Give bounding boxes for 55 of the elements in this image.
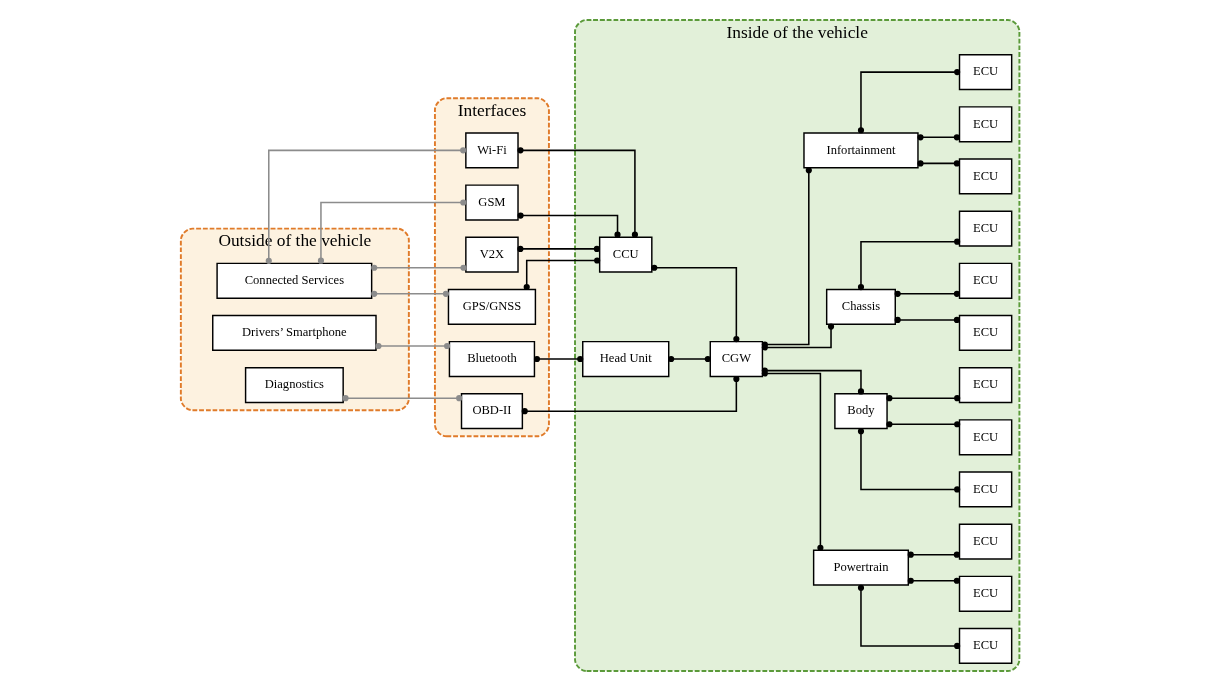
node-box: ECU <box>958 419 1012 456</box>
node-box: Infortainment <box>802 132 919 169</box>
node-box: GPS/GNSS <box>447 288 536 325</box>
connector <box>517 212 621 238</box>
connector <box>894 316 960 323</box>
connector <box>341 395 462 402</box>
connector <box>523 257 600 291</box>
node-box: ECU <box>958 314 1012 352</box>
node-box: GSM <box>464 184 519 221</box>
node-box: Powertrain <box>812 549 909 586</box>
connector <box>885 421 960 428</box>
node-box: Body <box>833 393 888 430</box>
node-box: Drivers’ Smartphone <box>211 314 377 352</box>
connector <box>516 245 600 252</box>
connector <box>265 147 466 264</box>
connector <box>857 428 960 493</box>
node-box: ECU <box>958 210 1012 247</box>
node-box: CGW <box>709 340 763 378</box>
connector <box>533 355 583 363</box>
node-box: Chassis <box>825 288 896 325</box>
node-box: Diagnostics <box>244 367 344 404</box>
node-box: ECU <box>958 106 1012 143</box>
connector <box>374 342 450 350</box>
connector <box>885 395 960 402</box>
node-box: ECU <box>958 523 1012 560</box>
node-box: Wi-Fi <box>464 132 519 169</box>
node-box: ECU <box>958 54 1012 91</box>
node-box: ECU <box>958 575 1012 612</box>
connector <box>521 375 739 415</box>
connector <box>667 355 711 363</box>
connector <box>650 264 739 343</box>
connector <box>907 551 960 558</box>
node-box: OBD-II <box>460 393 523 430</box>
connector <box>761 167 812 348</box>
connector <box>916 160 960 167</box>
node-box: Head Unit <box>581 340 669 378</box>
connector <box>907 577 960 584</box>
connector <box>370 290 449 297</box>
node-box: ECU <box>958 627 1012 665</box>
node-box: ECU <box>958 262 1012 299</box>
connector <box>916 134 960 141</box>
node-box: Connected Services <box>215 262 372 299</box>
connector <box>516 147 638 238</box>
node-box: ECU <box>958 367 1012 404</box>
connector <box>370 264 467 271</box>
node-box: V2X <box>464 236 519 273</box>
connector <box>317 199 466 264</box>
node-box: ECU <box>958 471 1012 508</box>
connector <box>857 69 960 134</box>
connector <box>857 584 960 650</box>
connector <box>857 238 960 291</box>
node-box: ECU <box>958 158 1012 195</box>
node-box: Bluetooth <box>448 340 535 378</box>
connector <box>894 290 960 297</box>
node-box: CCU <box>598 236 653 273</box>
